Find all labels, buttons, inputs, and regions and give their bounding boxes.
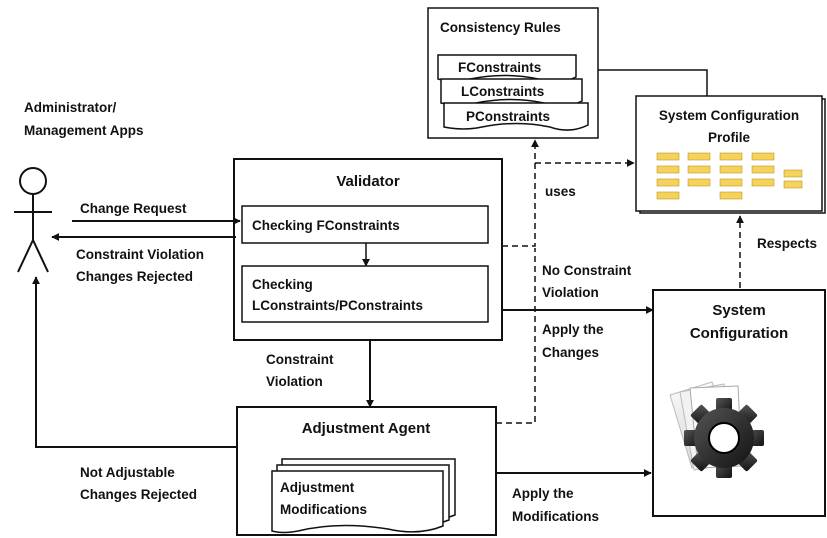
apply-modifications-label-line2: Modifications <box>512 509 599 524</box>
no-violation-label-line2: Violation <box>542 285 599 300</box>
adjustment-doc-stack <box>271 458 456 534</box>
apply-changes-label-line2: Changes <box>542 345 599 360</box>
not-adjustable-label-line1: Not Adjustable <box>80 465 175 480</box>
check-lpconstraints-label-line2: LConstraints/PConstraints <box>252 298 423 313</box>
actor-label-line1: Administrator/ <box>24 100 117 115</box>
check-lpconstraints-label-line1: Checking <box>252 277 313 292</box>
constraint-violation2-label-line2: Violation <box>266 374 323 389</box>
constraint-violation2-label-line1: Constraint <box>266 352 334 367</box>
adjustment-doc-label-line2: Modifications <box>280 502 367 517</box>
adjustment-doc-label-line1: Adjustment <box>280 480 355 495</box>
settings-gear-icon <box>669 381 764 478</box>
profile-title-line1: System Configuration <box>659 108 799 123</box>
pconstraints-label: PConstraints <box>466 109 550 124</box>
not-adjustable-label-line2: Changes Rejected <box>80 487 197 502</box>
apply-modifications-label-line1: Apply the <box>512 486 574 501</box>
apply-changes-label-line1: Apply the <box>542 322 604 337</box>
system-configuration-title-line1: System <box>712 302 765 319</box>
constraint-violation-label-line2: Changes Rejected <box>76 269 193 284</box>
check-fconstraints-box <box>241 205 489 244</box>
no-violation-label-line1: No Constraint <box>542 263 632 278</box>
uses-label: uses <box>545 184 576 199</box>
change-request-label: Change Request <box>80 201 187 216</box>
profile-thumbnail-icon <box>656 152 803 200</box>
fconstraints-doc: FConstraints <box>437 54 577 83</box>
adjustment-agent-title: Adjustment Agent <box>302 420 431 437</box>
check-fconstraints-label: Checking FConstraints <box>252 218 400 233</box>
uses-rules-arrow <box>502 139 539 247</box>
pconstraints-doc: PConstraints <box>443 102 589 131</box>
actor-label-line2: Management Apps <box>24 123 144 138</box>
fconstraints-label: FConstraints <box>458 60 541 75</box>
validator-title: Validator <box>336 173 400 190</box>
actor-stick-figure-icon <box>14 167 52 273</box>
check-lpconstraints-box <box>241 265 489 323</box>
rules-profile-connector <box>598 69 708 99</box>
respects-label: Respects <box>757 236 817 251</box>
system-configuration-title-line2: Configuration <box>690 325 788 342</box>
lconstraints-label: LConstraints <box>461 84 544 99</box>
consistency-rules-title: Consistency Rules <box>440 20 561 35</box>
not-adjustable-arrow <box>32 276 237 448</box>
adjustment-uses-connector <box>496 248 536 424</box>
constraint-violation-label-line1: Constraint Violation <box>76 247 204 262</box>
profile-title-line2: Profile <box>708 130 751 145</box>
